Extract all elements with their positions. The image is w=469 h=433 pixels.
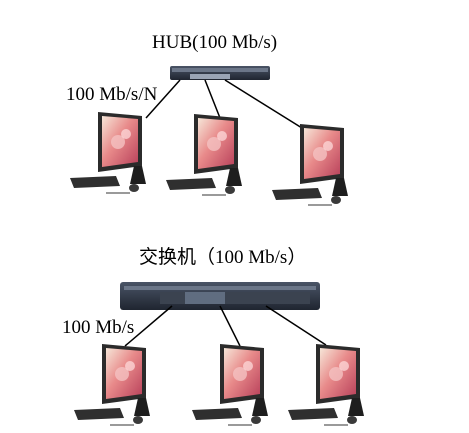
switch-device [120, 282, 320, 310]
hub-link-speed: 100 Mb/s/N [66, 84, 158, 105]
hub-computer-3 [272, 124, 348, 206]
hub-computer-2 [166, 114, 242, 196]
switch-title: 交换机（100 Mb/s） [139, 247, 307, 268]
switch-computer-3 [288, 344, 364, 426]
switch-computer-1 [74, 344, 150, 426]
switch-link-speed: 100 Mb/s [62, 317, 135, 338]
hub-computer-1 [70, 112, 146, 194]
switch-computer-2 [192, 344, 268, 426]
hub-device [170, 66, 270, 80]
hub-title: HUB(100 Mb/s) [152, 32, 278, 53]
hub-cables [145, 79, 303, 129]
switch-cables [124, 305, 327, 347]
